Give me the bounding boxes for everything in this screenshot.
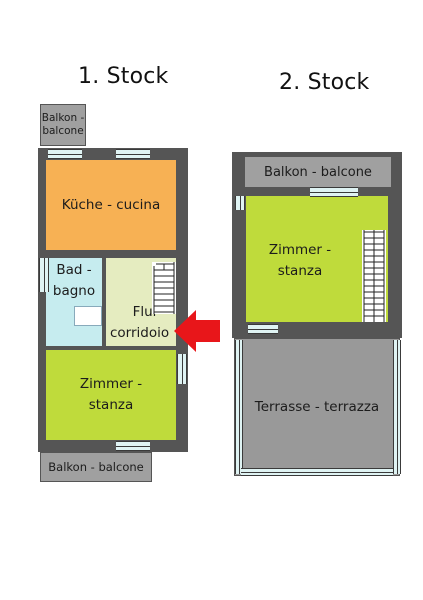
window-icon [248,324,278,334]
window-icon [116,441,150,451]
balcony-top-label-2: balcone [42,125,84,137]
floor-1-plan: Balkon - balcone Küche - cucina Bad - ba… [0,0,220,600]
window-icon [310,187,358,197]
window-icon [235,196,245,210]
bathroom-fixture [74,306,102,326]
bathroom-label-2: bagno [52,283,96,299]
bedroom-floor-1-label-1: Zimmer - [79,376,143,392]
terrace-label: Terrasse - terrazza [254,398,380,415]
window-icon [116,149,150,159]
staircase-icon [152,262,176,314]
window-icon [39,258,49,292]
window-icon [393,340,401,474]
bedroom-floor-2-label-1: Zimmer - [268,242,332,258]
window-icon [48,149,82,159]
bathroom-room: Bad - bagno [46,258,102,346]
staircase-icon [362,230,386,322]
window-icon [235,340,243,474]
balcony-top-room: Balkon - balcone [40,104,86,146]
balcony-floor-2-label: Balkon - balcone [264,164,372,180]
balcony-bottom-room: Balkon - balcone [40,452,152,482]
hallway-label-2: corridoio [110,325,170,341]
balcony-floor-2-room: Balkon - balcone [244,156,392,188]
bedroom-floor-1-label-2: stanza [88,397,134,413]
window-icon [241,468,393,476]
bedroom-floor-1-room: Zimmer - stanza [46,350,176,440]
balcony-top-label-1: Balkon - [41,112,85,124]
terrace-room: Terrasse - terrazza [234,338,400,476]
kitchen-room: Küche - cucina [46,160,176,250]
floor-1-title: 1. Stock [78,64,169,89]
entrance-arrow-icon [174,310,220,352]
floor-2-title: 2. Stock [279,70,370,95]
balcony-bottom-label: Balkon - balcone [48,459,144,474]
bathroom-label-1: Bad - [56,262,92,278]
kitchen-label: Küche - cucina [61,196,161,213]
bedroom-floor-2-label-2: stanza [277,263,323,279]
window-icon [177,354,187,384]
